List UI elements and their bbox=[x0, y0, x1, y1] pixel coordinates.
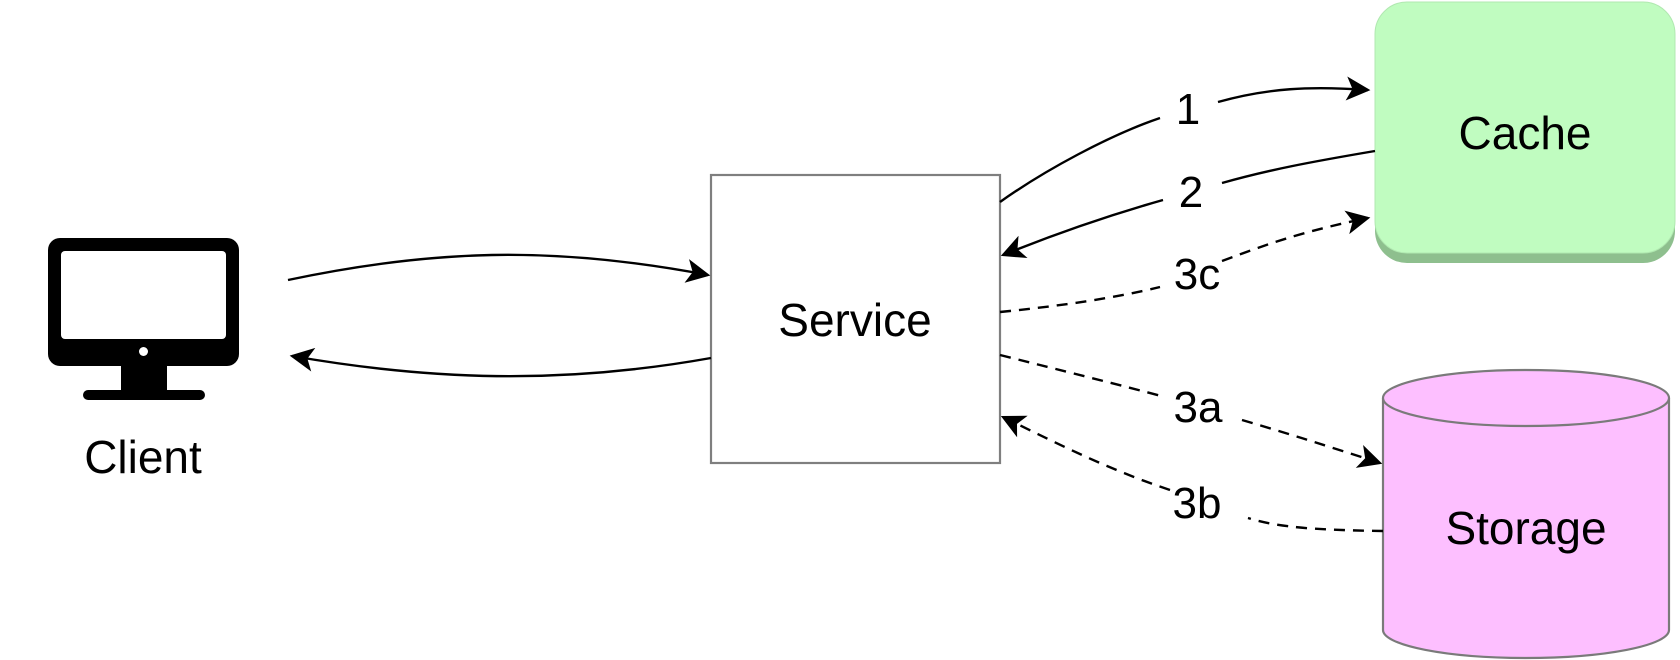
edge-3b-line-end bbox=[1000, 415, 1171, 492]
service-box bbox=[709, 173, 1002, 465]
storage-cylinder-top bbox=[1381, 368, 1671, 428]
client-node[interactable]: Client bbox=[48, 238, 239, 483]
edge-2-line-end bbox=[1000, 198, 1164, 259]
cache-node[interactable]: Cache bbox=[1374, 1, 1676, 263]
storage-cylinder-body bbox=[1381, 398, 1671, 660]
edge-3b-line-start bbox=[1247, 516, 1384, 533]
edge-2-line-start bbox=[1221, 149, 1376, 185]
edge-2-label: 2 bbox=[1179, 168, 1203, 217]
edge-request-client-to-service bbox=[287, 253, 711, 283]
storage-node[interactable]: Storage bbox=[1381, 368, 1671, 660]
client-label: Client bbox=[84, 431, 202, 483]
desktop-monitor-icon bbox=[48, 238, 239, 400]
edge-3b-label: 3b bbox=[1173, 479, 1222, 528]
storage-label: Storage bbox=[1445, 502, 1606, 554]
edge-3c: 3c bbox=[999, 210, 1371, 314]
cache-label: Cache bbox=[1459, 107, 1592, 159]
edge-2: 2 bbox=[1000, 149, 1376, 259]
edge-3a: 3a bbox=[999, 353, 1383, 468]
service-node[interactable]: Service bbox=[709, 173, 1002, 465]
edge-1-line-start bbox=[999, 116, 1161, 203]
edge-response-service-to-client bbox=[289, 347, 712, 378]
cache-box bbox=[1374, 1, 1676, 254]
edge-1-label: 1 bbox=[1176, 85, 1200, 134]
edge-3a-label: 3a bbox=[1174, 383, 1223, 432]
edge-3a-line-end bbox=[1241, 418, 1383, 468]
edge-1: 1 bbox=[999, 76, 1371, 203]
edge-3b: 3b bbox=[1000, 415, 1384, 533]
service-label: Service bbox=[778, 294, 931, 346]
edge-3c-label: 3c bbox=[1174, 250, 1220, 299]
edge-3c-line-start bbox=[999, 285, 1161, 314]
edge-1-line-end bbox=[1217, 76, 1371, 104]
edge-3c-line-end bbox=[1221, 210, 1371, 263]
edge-3a-line-start bbox=[999, 353, 1166, 399]
